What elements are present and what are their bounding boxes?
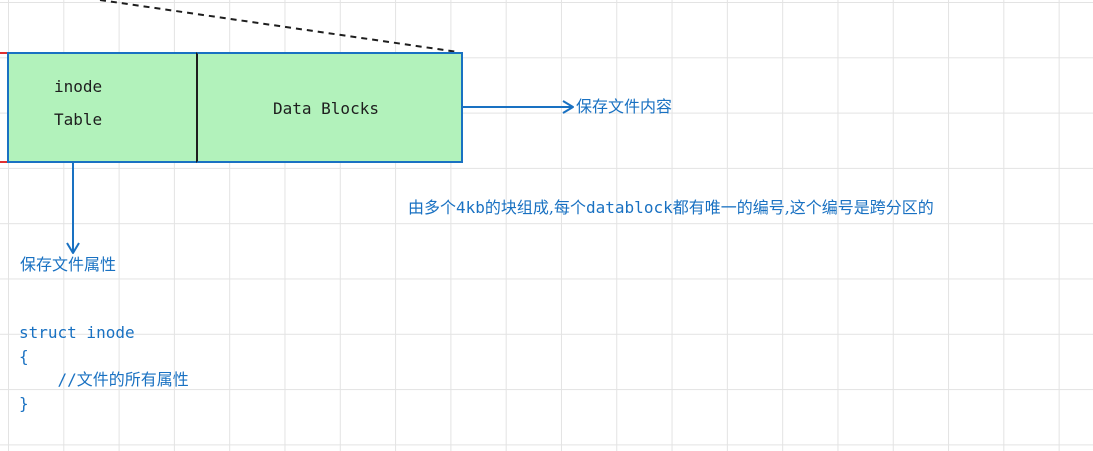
code-comment-text: 文件的所有属性 <box>76 370 189 389</box>
code-line-4: } <box>19 393 29 413</box>
inode-table-block[interactable]: inode Table <box>7 52 198 163</box>
arrow-to-attribute-note-head <box>66 242 80 254</box>
code-line-1: struct inode <box>19 323 135 342</box>
detail-part-4: datablock <box>586 198 673 217</box>
data-blocks-label: Data Blocks <box>273 99 379 118</box>
inode-purpose-note: 保存文件属性 <box>20 255 117 274</box>
data-blocks-detail-note: 由多个4kb的块组成,每个datablock都有唯一的编号,这个编号是跨分区的 <box>408 198 934 218</box>
code-comment-marker: // <box>19 370 77 389</box>
partition-edge-bottom <box>0 161 8 163</box>
arrow-to-content-note-head <box>562 100 574 114</box>
struct-inode-code: struct inode { //文件的所有属性} <box>19 321 189 415</box>
data-blocks-purpose-note: 保存文件内容 <box>576 97 673 116</box>
code-line-2: { <box>19 346 29 366</box>
detail-part-2: 4kb <box>456 198 485 217</box>
data-blocks-block[interactable]: Data Blocks <box>196 52 463 163</box>
inode-table-label-line1: inode <box>54 77 103 96</box>
code-line-3: //文件的所有属性 <box>19 368 189 392</box>
detail-part-1: 由多个 <box>408 198 457 217</box>
partition-edge-top <box>0 52 8 54</box>
dashed-zoom-line <box>99 0 459 53</box>
detail-part-5: 都有唯一的编号,这个编号是跨分区的 <box>672 198 934 217</box>
detail-part-3: 的块组成,每个 <box>484 198 587 217</box>
inode-table-label-line2: Table <box>54 110 103 129</box>
